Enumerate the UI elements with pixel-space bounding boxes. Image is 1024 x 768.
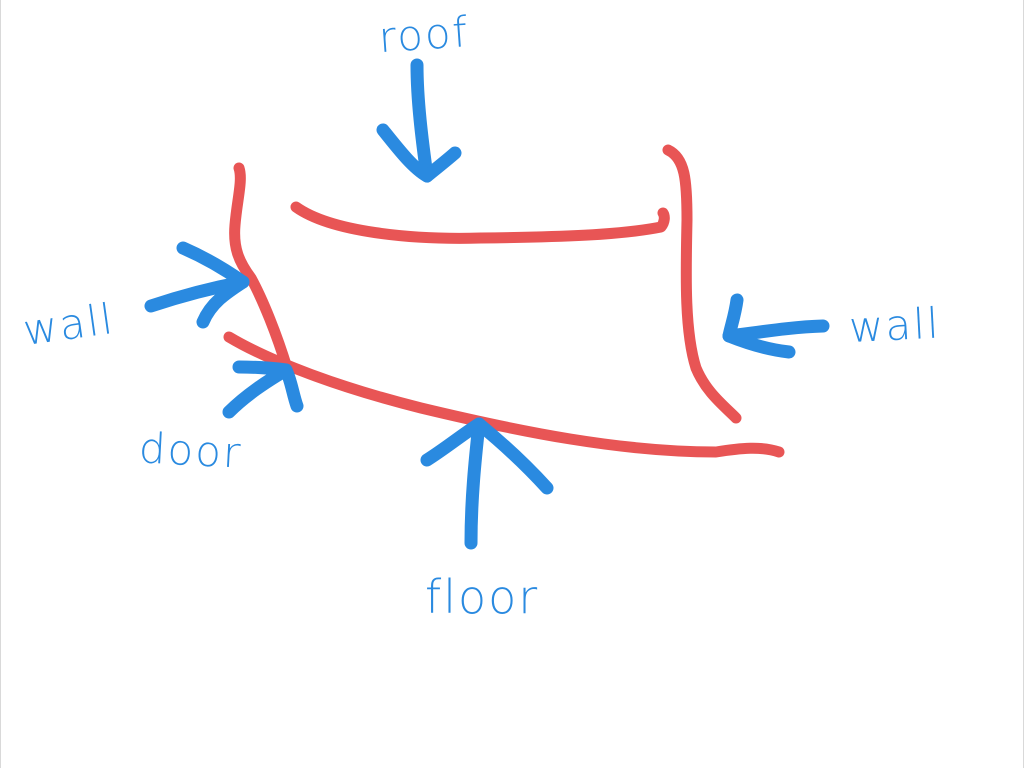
left-wall-line xyxy=(229,162,293,374)
roof-arrow xyxy=(376,58,462,183)
right-wall-line xyxy=(662,144,742,424)
room-outline xyxy=(223,144,785,458)
floor-line xyxy=(223,331,785,458)
label-door: door xyxy=(138,423,244,477)
left-wall-arrow xyxy=(144,241,250,329)
roof-line xyxy=(290,201,670,244)
label-wall-left: wall xyxy=(20,294,117,355)
label-wall-right: wall xyxy=(848,298,942,352)
right-wall-arrow xyxy=(722,293,830,359)
label-roof: roof xyxy=(377,7,471,62)
door-arrow xyxy=(222,360,304,419)
floor-arrow xyxy=(420,417,554,550)
annotation-arrows xyxy=(144,58,830,550)
label-floor: floor xyxy=(425,570,539,624)
